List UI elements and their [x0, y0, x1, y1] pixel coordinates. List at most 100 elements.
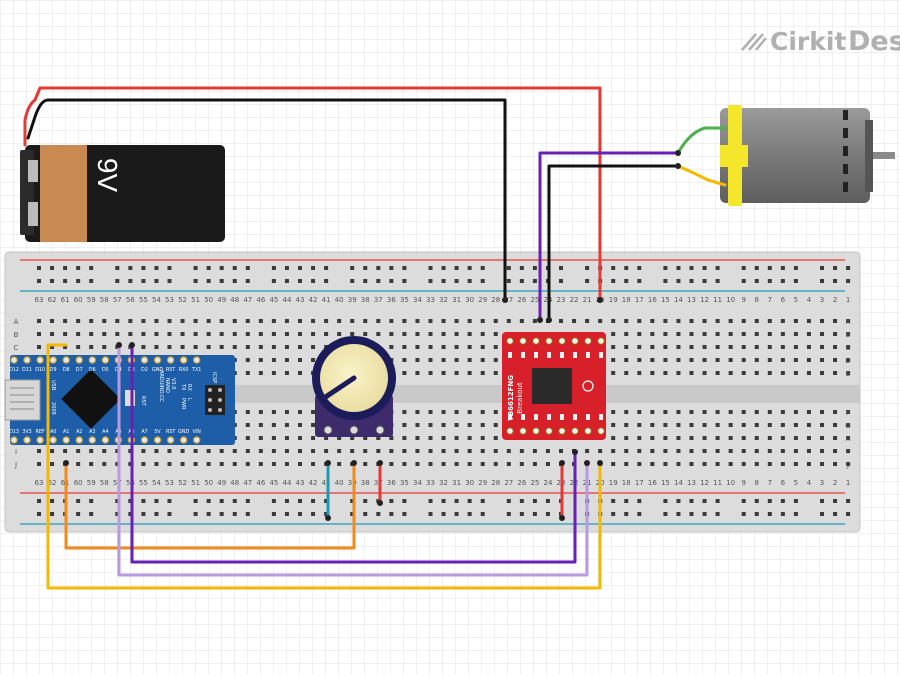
- breadboard-hole[interactable]: [585, 319, 590, 323]
- breadboard-hole[interactable]: [650, 410, 655, 414]
- breadboard-hole[interactable]: [702, 358, 707, 362]
- breadboard-hole[interactable]: [846, 449, 851, 453]
- breadboard-hole[interactable]: [454, 436, 459, 440]
- breadboard-hole[interactable]: [754, 345, 759, 349]
- breadboard-hole[interactable]: [428, 358, 433, 362]
- breadboard-hole[interactable]: [806, 436, 811, 440]
- rail-hole[interactable]: [298, 266, 302, 270]
- rail-hole[interactable]: [154, 266, 159, 270]
- breadboard-hole[interactable]: [402, 371, 407, 375]
- breadboard-hole[interactable]: [245, 345, 250, 349]
- driver-pin[interactable]: [597, 337, 605, 345]
- breadboard-hole[interactable]: [754, 462, 759, 466]
- rail-hole[interactable]: [389, 499, 394, 503]
- rail-hole[interactable]: [689, 512, 694, 516]
- rail-hole[interactable]: [245, 266, 250, 270]
- breadboard-hole[interactable]: [467, 358, 472, 362]
- breadboard-hole[interactable]: [154, 462, 159, 466]
- breadboard-hole[interactable]: [193, 319, 198, 323]
- breadboard-hole[interactable]: [428, 436, 433, 440]
- breadboard-hole[interactable]: [50, 462, 55, 466]
- breadboard-hole[interactable]: [402, 410, 407, 414]
- breadboard-hole[interactable]: [663, 436, 668, 440]
- breadboard-hole[interactable]: [454, 332, 459, 336]
- rail-hole[interactable]: [311, 279, 316, 283]
- rail-hole[interactable]: [741, 512, 746, 516]
- breadboard-hole[interactable]: [415, 410, 420, 414]
- breadboard-hole[interactable]: [258, 436, 263, 440]
- breadboard-hole[interactable]: [754, 423, 759, 427]
- breadboard-hole[interactable]: [846, 345, 851, 349]
- wire-endpoint[interactable]: [559, 515, 565, 521]
- breadboard-hole[interactable]: [167, 449, 172, 453]
- breadboard-hole[interactable]: [833, 462, 838, 466]
- rail-hole[interactable]: [284, 499, 289, 503]
- breadboard-hole[interactable]: [637, 410, 642, 414]
- breadboard-hole[interactable]: [585, 449, 590, 453]
- breadboard-hole[interactable]: [793, 436, 798, 440]
- rail-hole[interactable]: [271, 279, 276, 283]
- breadboard-hole[interactable]: [415, 423, 420, 427]
- breadboard-hole[interactable]: [37, 449, 41, 453]
- rail-hole[interactable]: [402, 512, 407, 516]
- rail-hole[interactable]: [428, 499, 433, 503]
- arduino-pin[interactable]: [75, 436, 84, 444]
- rail-hole[interactable]: [298, 512, 302, 516]
- breadboard-hole[interactable]: [63, 449, 68, 453]
- breadboard-hole[interactable]: [415, 319, 420, 323]
- breadboard-hole[interactable]: [754, 371, 759, 375]
- breadboard-hole[interactable]: [741, 371, 746, 375]
- rail-hole[interactable]: [689, 499, 694, 503]
- wire-endpoint[interactable]: [502, 297, 508, 303]
- breadboard-hole[interactable]: [689, 345, 694, 349]
- breadboard-hole[interactable]: [63, 319, 68, 323]
- rail-hole[interactable]: [402, 279, 407, 283]
- breadboard-hole[interactable]: [480, 436, 485, 440]
- breadboard-hole[interactable]: [806, 423, 811, 427]
- breadboard-hole[interactable]: [115, 462, 120, 466]
- wire-endpoint[interactable]: [351, 460, 357, 466]
- breadboard-hole[interactable]: [180, 449, 185, 453]
- breadboard-hole[interactable]: [702, 371, 707, 375]
- breadboard-hole[interactable]: [624, 462, 629, 466]
- rail-hole[interactable]: [624, 279, 629, 283]
- breadboard-hole[interactable]: [624, 371, 629, 375]
- breadboard-hole[interactable]: [311, 345, 316, 349]
- breadboard-hole[interactable]: [428, 345, 433, 349]
- breadboard-hole[interactable]: [154, 332, 159, 336]
- rail-hole[interactable]: [663, 279, 668, 283]
- rail-hole[interactable]: [637, 499, 642, 503]
- rail-hole[interactable]: [193, 512, 198, 516]
- breadboard-hole[interactable]: [780, 332, 785, 336]
- rail-hole[interactable]: [363, 279, 368, 283]
- rail-hole[interactable]: [793, 279, 798, 283]
- breadboard-hole[interactable]: [676, 410, 681, 414]
- breadboard-hole[interactable]: [728, 332, 733, 336]
- breadboard-hole[interactable]: [493, 462, 498, 466]
- breadboard-hole[interactable]: [493, 319, 498, 323]
- rail-hole[interactable]: [833, 279, 838, 283]
- driver-pin[interactable]: [571, 337, 579, 345]
- rail-hole[interactable]: [506, 266, 511, 270]
- breadboard-hole[interactable]: [715, 436, 720, 440]
- breadboard-hole[interactable]: [89, 462, 94, 466]
- rail-hole[interactable]: [63, 279, 68, 283]
- breadboard-hole[interactable]: [50, 449, 55, 453]
- breadboard-hole[interactable]: [284, 410, 289, 414]
- breadboard-hole[interactable]: [467, 319, 472, 323]
- breadboard-hole[interactable]: [415, 449, 420, 453]
- rail-hole[interactable]: [167, 499, 172, 503]
- breadboard-hole[interactable]: [793, 319, 798, 323]
- arduino-pin[interactable]: [166, 356, 175, 364]
- breadboard-hole[interactable]: [728, 358, 733, 362]
- breadboard-hole[interactable]: [441, 436, 446, 440]
- breadboard-hole[interactable]: [298, 332, 302, 336]
- breadboard-hole[interactable]: [63, 332, 68, 336]
- wire-endpoint[interactable]: [537, 317, 543, 323]
- rail-hole[interactable]: [833, 499, 838, 503]
- breadboard-hole[interactable]: [833, 371, 838, 375]
- breadboard-hole[interactable]: [193, 332, 198, 336]
- rail-hole[interactable]: [454, 279, 459, 283]
- rail-hole[interactable]: [324, 279, 329, 283]
- rail-hole[interactable]: [454, 499, 459, 503]
